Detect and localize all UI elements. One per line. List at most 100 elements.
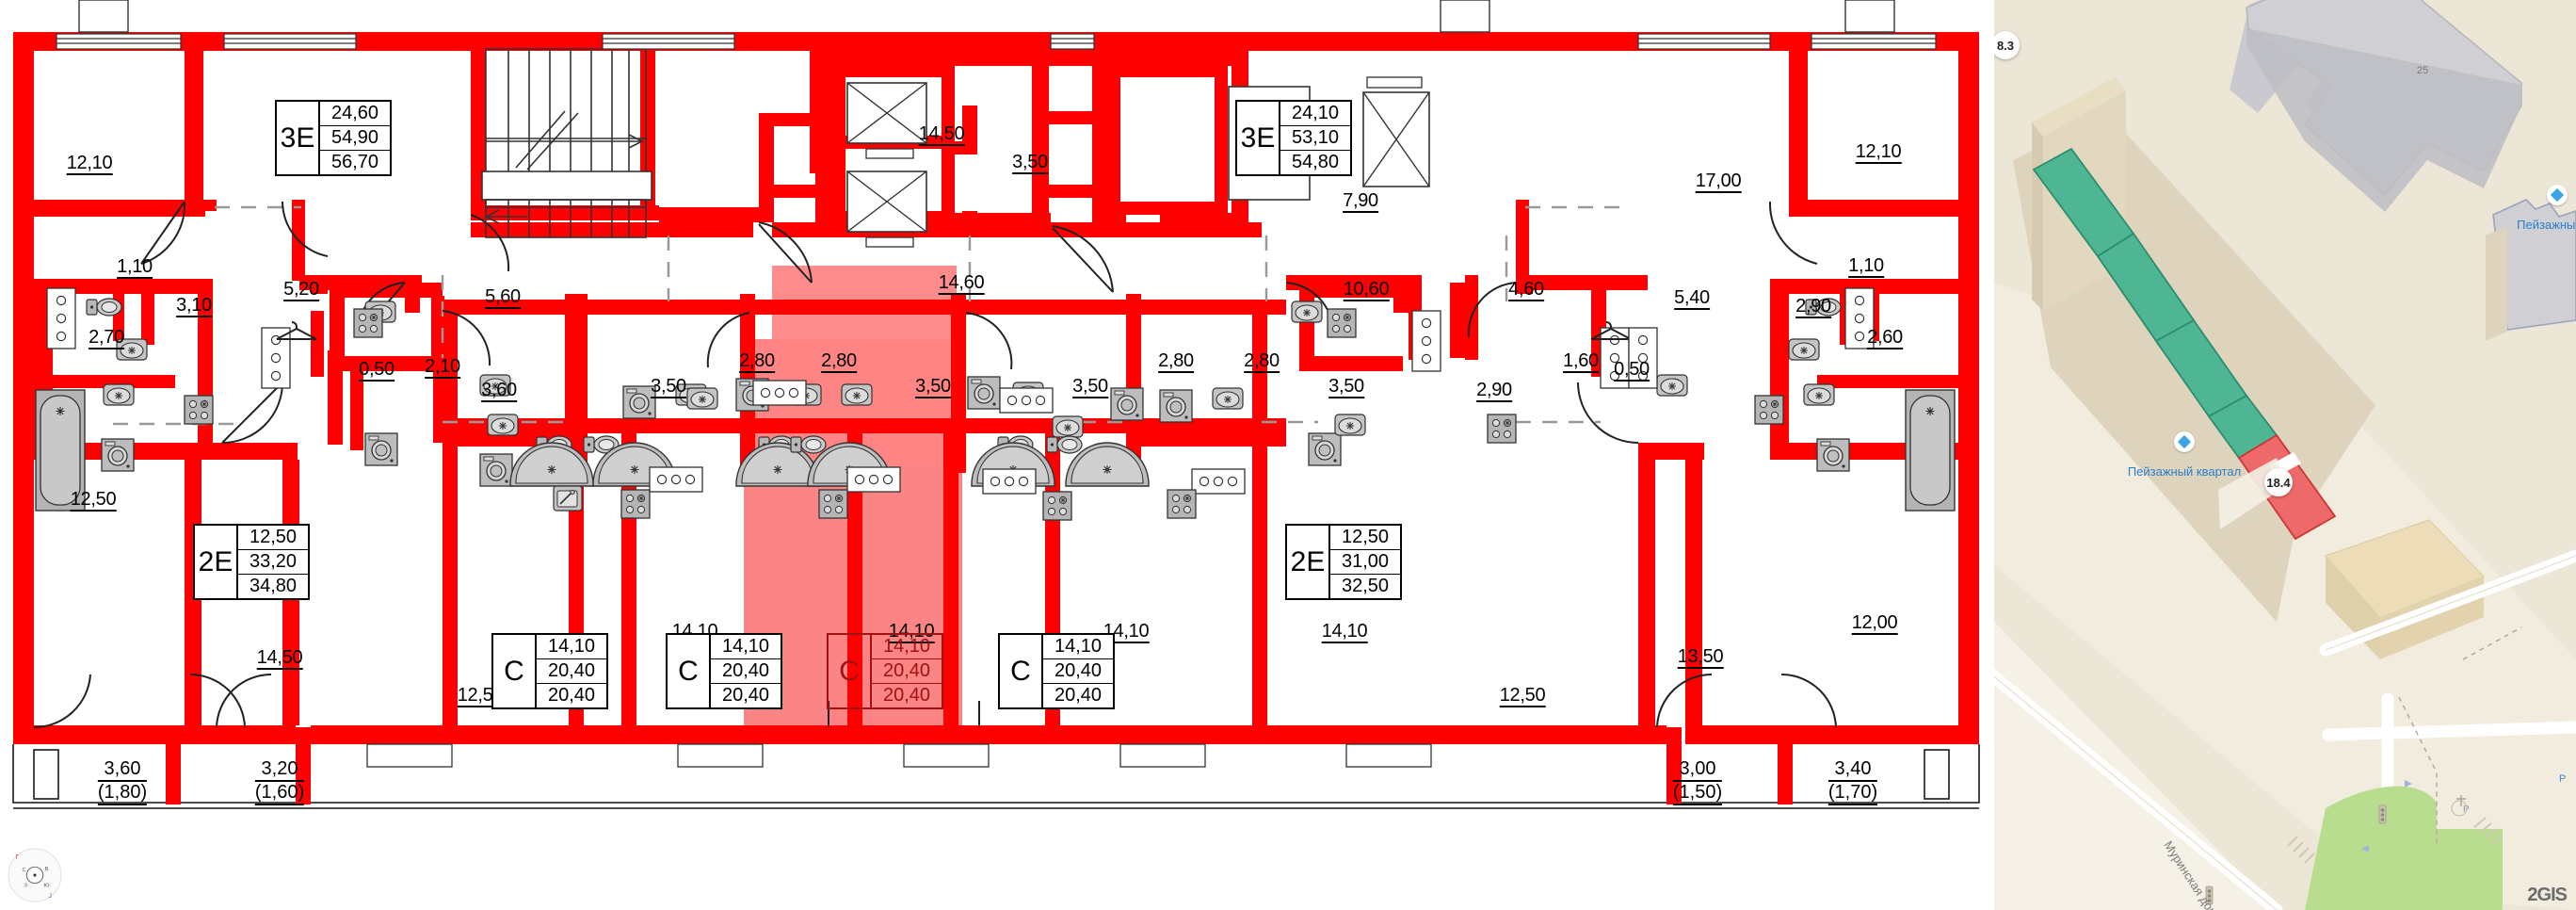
room-3-50-bath-2: 3,50 (651, 376, 686, 398)
svg-text:P: P (2559, 773, 2566, 785)
room-4-60: 4,60 (1508, 279, 1544, 301)
apt-c-1-living-area: 14,10 (537, 635, 606, 659)
apt-c-4-total-area: 20,40 (1043, 659, 1113, 684)
room-12-50-left: 12,50 (70, 489, 117, 512)
svg-text:З: З (24, 884, 27, 889)
balcony-3-area: 3,00 (1672, 758, 1723, 782)
apt-c-2-type: С (668, 635, 711, 707)
balcony-2: 3,20(1,60) (254, 758, 305, 805)
room-1-60: 1,60 (1563, 350, 1599, 373)
room-14-50-left: 14,50 (256, 647, 303, 670)
badge-18-4[interactable]: 18.4 (2264, 468, 2293, 496)
apt-2e-left-total-area: 33,20 (238, 550, 308, 575)
apt-c-2-total-area: 20,40 (711, 659, 781, 684)
balcony-2-area: 3,20 (254, 758, 305, 782)
room-2-80-a: 2,80 (739, 350, 775, 373)
room-0-50-right: 0,50 (1614, 359, 1650, 382)
poi-peizazhny-kvartal-1-pin-icon[interactable] (2174, 431, 2195, 452)
room-0-50-left: 0,50 (359, 359, 394, 382)
badge-8-3[interactable]: 8.3 (1994, 31, 2020, 59)
room-3-50-bath-3: 3,50 (915, 376, 951, 398)
room-17-00: 17,00 (1695, 171, 1742, 193)
floor-plan-drawing (12, 0, 1980, 809)
svg-text:Ј: Ј (49, 893, 52, 900)
room-1-10-left: 1,10 (117, 256, 153, 279)
apt-c-4-total-with-balcony: 20,40 (1054, 685, 1103, 706)
room-5-60: 5,60 (485, 286, 521, 309)
apt-c-1-total-area: 20,40 (537, 659, 606, 684)
apt-c-4-living-area: 14,10 (1043, 635, 1113, 659)
room-12-50-right: 12,50 (1499, 685, 1546, 707)
room-2-10: 2,10 (425, 356, 460, 379)
map-drawing: P P (1994, 0, 2576, 910)
apt-3e-right-total-area: 53,10 (1280, 126, 1350, 151)
room-14-10-b: 14,10 (888, 621, 935, 643)
apt-c-3-total-area: 20,40 (872, 659, 942, 684)
room-12-10-right: 12,10 (1855, 141, 1902, 164)
svg-text:Г: Г (16, 854, 20, 861)
balcony-1-area: 3,60 (97, 758, 148, 782)
apt-3e-right-type: 3Е (1237, 102, 1280, 174)
poi-peizazhny-kvartal-2-label[interactable]: Пейзажный кв (2517, 218, 2576, 232)
room-3-50-bath-4: 3,50 (1072, 376, 1108, 398)
poi-peizazhny-kvartal-1-label[interactable]: Пейзажный квартал (2127, 464, 2242, 479)
building-number-25: 25 (2416, 65, 2429, 76)
apt-2e-left-total-with-balcony: 34,80 (249, 576, 298, 596)
room-3-50-bath-5: 3,50 (1328, 376, 1364, 398)
apt-2e-right-living-area: 12,50 (1330, 526, 1400, 550)
balcony-4-area: 3,40 (1827, 758, 1878, 782)
apt-3e-left-type: 3Е (277, 102, 320, 174)
apt-2e-right-total-with-balcony: 32,50 (1341, 576, 1390, 596)
apt-c-3-living-area: 14,10 (872, 635, 942, 659)
room-3-60-bath: 3,60 (481, 380, 517, 402)
apt-c-4-type: С (1000, 635, 1043, 707)
location-map-panel[interactable]: P P 8.3 18.4 Пейзажный квартал Пейзажный кв… (1994, 0, 2576, 910)
room-7-90-lift: 7,90 (1343, 190, 1378, 213)
compass-rose-icon: Г С В З Ю Ј (8, 848, 62, 902)
apt-c-1-total-with-balcony: 20,40 (547, 685, 596, 706)
room-1-10-right: 1,10 (1848, 255, 1884, 278)
room-2-80-d: 2,80 (1244, 350, 1280, 373)
room-2-60-right: 2,60 (1867, 327, 1903, 349)
room-14-50-stair: 14,50 (918, 123, 965, 146)
balcony-3: 3,00(1,50) (1672, 758, 1723, 805)
poi-peizazhny-kvartal-2-pin-icon[interactable] (2547, 185, 2568, 205)
apt-3e-left-living-area: 24,60 (320, 102, 390, 126)
balcony-3-net-area: (1,50) (1672, 782, 1723, 805)
balcony-2-net-area: (1,60) (254, 782, 305, 805)
svg-text:В: В (45, 867, 49, 872)
balcony-4: 3,40(1,70) (1827, 758, 1878, 805)
room-13-50: 13,50 (1677, 646, 1724, 669)
apt-c-3-total-with-balcony: 20,40 (882, 685, 931, 706)
apt-3e-left-total-area: 54,90 (320, 126, 390, 151)
room-2-90-right: 2,90 (1795, 296, 1831, 318)
apt-3e-right-living-area: 24,10 (1280, 102, 1350, 126)
room-2-80-b: 2,80 (821, 350, 857, 373)
apt-3e-left-total-with-balcony: 56,70 (330, 152, 379, 172)
apt-c-1-type: С (493, 635, 537, 707)
room-10-60: 10,60 (1343, 279, 1390, 301)
apt-2e-left-type: 2Е (195, 526, 238, 598)
balcony-1-net-area: (1,80) (97, 782, 148, 805)
room-2-80-c: 2,80 (1158, 350, 1194, 373)
room-12-00: 12,00 (1851, 612, 1898, 635)
balcony-1: 3,60(1,80) (97, 758, 148, 805)
room-14-10-d: 14,10 (1321, 621, 1368, 643)
apt-2e-right-total-area: 31,00 (1330, 550, 1400, 575)
svg-text:С: С (22, 868, 25, 873)
room-12-10-left: 12,10 (66, 153, 113, 175)
apt-c-3-type: С (829, 635, 872, 707)
room-2-70-left: 2,70 (89, 327, 124, 349)
room-14-60: 14,60 (938, 272, 985, 295)
floor-plan-panel[interactable]: 12,1018,2014,503,507,9017,0012,101,103,1… (0, 0, 1994, 910)
room-2-90-mid: 2,90 (1476, 380, 1512, 402)
